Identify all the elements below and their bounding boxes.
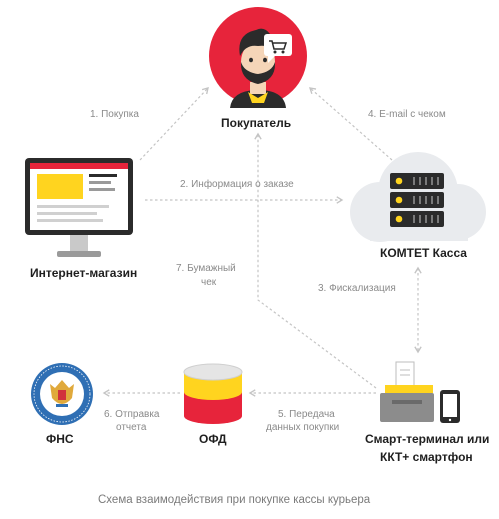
server-rack-icon — [390, 173, 444, 227]
terminal-label-line2: ККТ+ смартфон — [380, 450, 473, 464]
edge-fiscal-label: 3. Фискализация — [318, 283, 396, 294]
komtet-kassa-cloud-icon — [350, 152, 486, 242]
edge-paper-check-label-line2: чек — [201, 277, 217, 288]
edge-purchase-line — [139, 87, 209, 161]
fns-emblem-icon — [31, 363, 93, 425]
ofd-database-icon — [183, 363, 243, 424]
ofd-label: ОФД — [199, 432, 227, 446]
edge-report-label-line2: отчета — [116, 422, 147, 433]
edge-transfer-label-line1: 5. Передача — [278, 409, 335, 420]
diagram-caption: Схема взаимодействия при покупке кассы к… — [98, 494, 371, 506]
smart-terminal-icon — [380, 361, 434, 422]
fns-label: ФНС — [46, 432, 74, 446]
edge-paper-check-label-line1: 7. Бумажный — [176, 263, 236, 274]
edge-report-label-line1: 6. Отправка — [104, 409, 160, 420]
online-store-label: Интернет-магазин — [30, 266, 138, 280]
komtet-kassa-label: КОМТЕТ Касса — [380, 246, 467, 260]
cart-bubble-icon — [264, 34, 292, 63]
smartphone-icon — [440, 390, 460, 423]
edge-email-line — [309, 87, 393, 161]
edge-paper-check-line — [254, 132, 377, 389]
edge-transfer-label-line2: данных покупки — [266, 422, 340, 433]
edge-order-info-label: 2. Информация о заказе — [180, 179, 294, 190]
buyer-node — [209, 7, 307, 108]
edge-email-label: 4. E-mail с чеком — [368, 109, 446, 120]
buyer-label: Покупатель — [221, 116, 292, 130]
edge-purchase-label: 1. Покупка — [90, 109, 139, 120]
terminal-label-line1: Смарт-терминал или — [365, 432, 490, 446]
online-store-monitor-icon — [25, 158, 133, 257]
